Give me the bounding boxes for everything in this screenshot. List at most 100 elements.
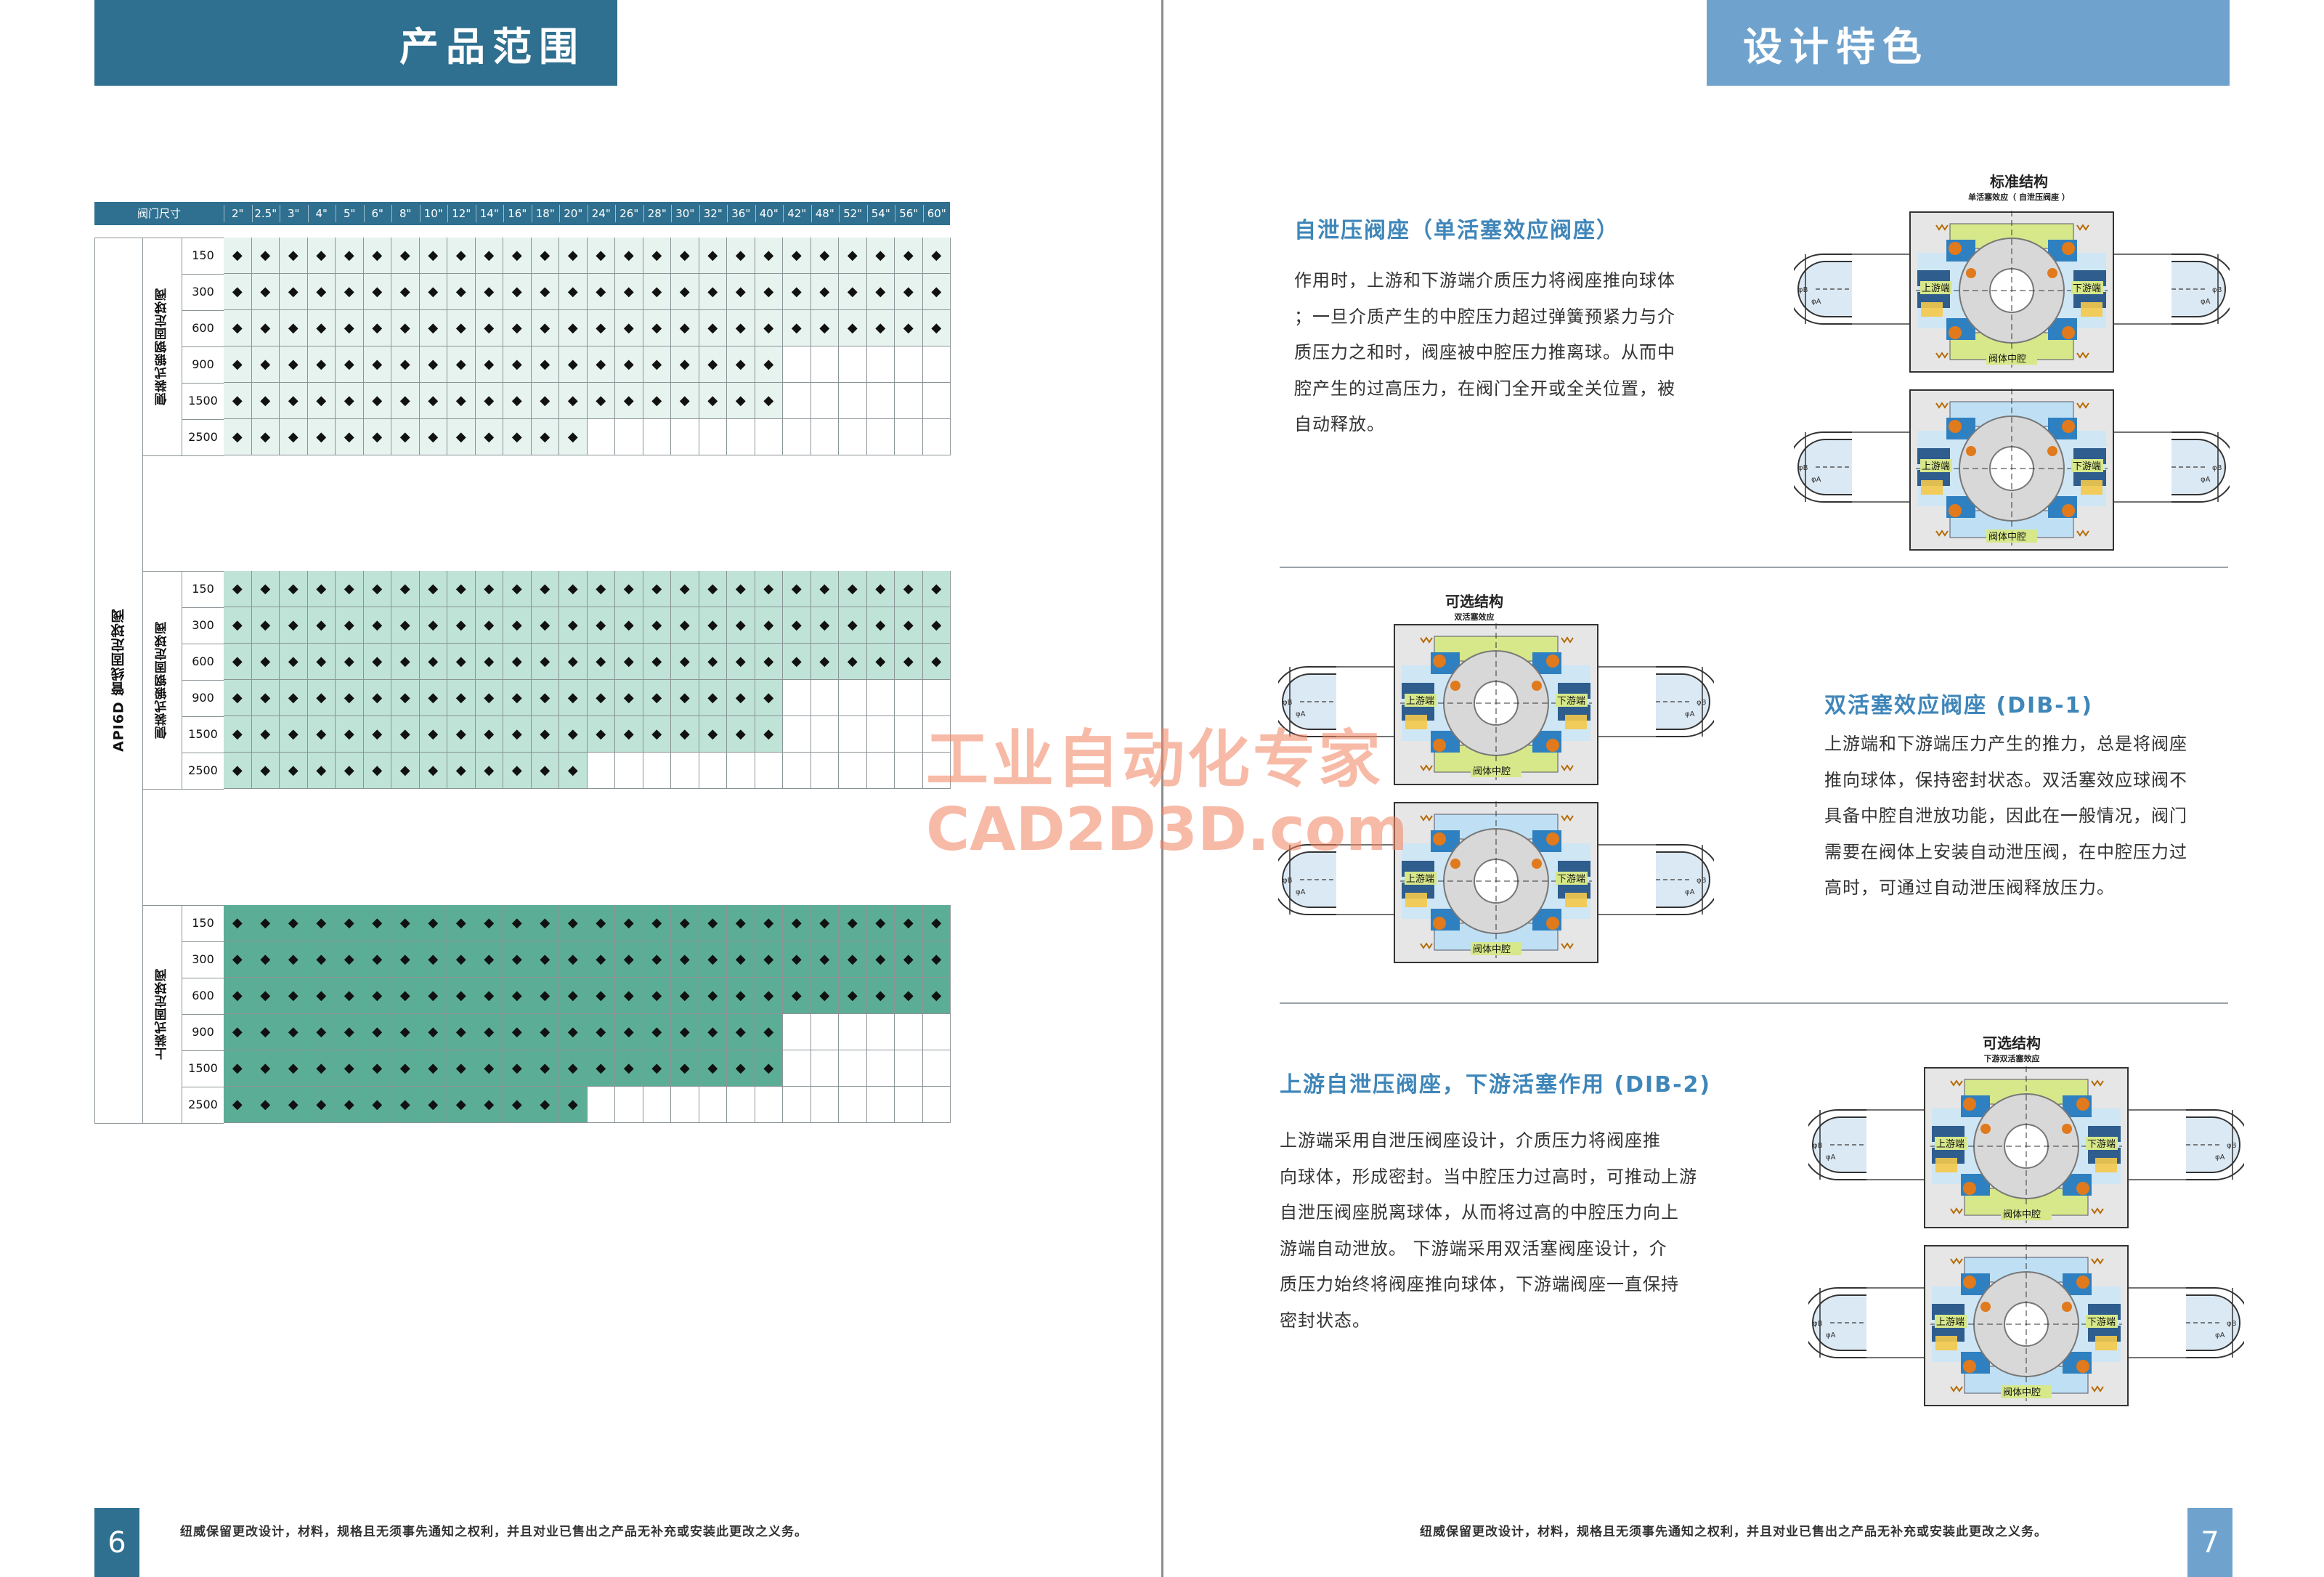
size-header-cell: 42" (787, 207, 807, 220)
section-2-title: 双活塞效应阀座 (DIB-1) (1824, 693, 2094, 718)
availability-mark-cell: ◆ (531, 905, 559, 941)
availability-mark-cell: ◆ (531, 310, 559, 346)
availability-mark-cell: ◆ (391, 571, 420, 607)
availability-mark-cell: ◆ (531, 1014, 559, 1050)
availability-mark-cell: ◆ (336, 310, 364, 346)
header-separator (615, 205, 616, 222)
phi-label: φB (2212, 286, 2222, 294)
header-separator (783, 205, 784, 222)
availability-mark-cell: ◆ (587, 310, 615, 346)
availability-mark-cell: ◆ (251, 644, 280, 680)
availability-mark-cell: ◆ (307, 905, 336, 941)
availability-mark-cell: ◆ (895, 571, 923, 607)
phi-label: φB (2212, 464, 2222, 472)
section-3-line: 密封状态。 (1280, 1310, 1370, 1331)
availability-mark-cell: ◆ (727, 571, 755, 607)
availability-mark-cell: ◆ (224, 238, 252, 274)
table-rule (182, 346, 224, 347)
availability-mark-cell: ◆ (419, 680, 447, 716)
availability-mark-cell: ◆ (559, 383, 588, 419)
availability-mark-cell: ◆ (810, 238, 839, 274)
availability-mark-cell: ◆ (587, 941, 615, 978)
availability-mark-cell: ◆ (475, 1050, 503, 1087)
availability-mark-cell: ◆ (727, 716, 755, 753)
availability-mark-cell: ◆ (727, 238, 755, 274)
pressure-class-label: 300 (192, 952, 214, 966)
empty-cell (895, 346, 923, 383)
empty-cell (727, 419, 755, 455)
availability-mark-cell: ◆ (839, 274, 867, 310)
availability-mark-cell: ◆ (447, 644, 476, 680)
availability-mark-cell: ◆ (336, 716, 364, 753)
availability-mark-cell: ◆ (251, 1014, 280, 1050)
empty-cell (839, 1050, 867, 1087)
availability-mark-cell: ◆ (615, 607, 643, 644)
availability-mark-cell: ◆ (307, 941, 336, 978)
availability-mark-cell: ◆ (559, 1014, 588, 1050)
availability-mark-cell: ◆ (447, 716, 476, 753)
availability-mark-cell: ◆ (587, 346, 615, 383)
empty-cell (922, 346, 951, 383)
availability-mark-cell: ◆ (922, 644, 951, 680)
section-3-line: 上游端采用自泄压阀座设计，介质压力将阀座推 (1280, 1130, 1661, 1151)
section-divider (1280, 1002, 2228, 1004)
availability-mark-cell: ◆ (587, 274, 615, 310)
availability-mark-cell: ◆ (419, 978, 447, 1014)
availability-mark-cell: ◆ (839, 310, 867, 346)
availability-mark-cell: ◆ (251, 607, 280, 644)
empty-cell (895, 1087, 923, 1123)
availability-mark-cell: ◆ (475, 310, 503, 346)
body-cavity-label: 阀体中腔 (1473, 944, 1511, 955)
empty-cell (839, 753, 867, 789)
availability-mark-cell: ◆ (587, 238, 615, 274)
section-2-line: 高时，可通过自动泄压阀释放压力。 (1824, 877, 2115, 898)
section-3-diagram-caption: 可选结构 下游双活塞效应 (1903, 1031, 2121, 1064)
availability-mark-cell: ◆ (671, 1050, 699, 1087)
availability-mark-cell: ◆ (755, 941, 783, 978)
empty-cell (783, 753, 811, 789)
availability-mark-cell: ◆ (727, 941, 755, 978)
group-label: 侧装式锻钢固定球阀 (155, 621, 170, 739)
pressure-class-label: 2500 (188, 763, 218, 777)
availability-mark-cell: ◆ (559, 716, 588, 753)
availability-mark-cell: ◆ (727, 1050, 755, 1087)
availability-mark-cell: ◆ (447, 238, 476, 274)
header-separator (559, 205, 560, 222)
availability-mark-cell: ◆ (224, 383, 252, 419)
availability-mark-cell: ◆ (224, 753, 252, 789)
availability-mark-cell: ◆ (699, 716, 727, 753)
availability-mark-cell: ◆ (419, 419, 447, 455)
size-header-cell: 32" (703, 207, 723, 220)
empty-cell (587, 419, 615, 455)
empty-cell (895, 1050, 923, 1087)
availability-mark-cell: ◆ (280, 238, 308, 274)
section-2-diagram-caption: 可选结构 双活塞效应 (1365, 590, 1583, 623)
empty-cell (922, 680, 951, 716)
table-rule (182, 1123, 224, 1124)
size-header-cell: 26" (619, 207, 639, 220)
availability-mark-cell: ◆ (363, 274, 391, 310)
availability-mark-cell: ◆ (671, 716, 699, 753)
table-rule (182, 941, 224, 942)
right-page-header: 设计特色 (1707, 0, 2230, 86)
pressure-class-label: 900 (192, 357, 214, 371)
pressure-class-label: 2500 (188, 1098, 218, 1111)
availability-mark-cell: ◆ (251, 753, 280, 789)
availability-mark-cell: ◆ (475, 905, 503, 941)
availability-mark-cell: ◆ (866, 571, 895, 607)
availability-mark-cell: ◆ (503, 310, 532, 346)
size-header-cell: 20" (564, 207, 583, 220)
empty-cell (839, 716, 867, 753)
availability-mark-cell: ◆ (280, 310, 308, 346)
availability-mark-cell: ◆ (727, 1014, 755, 1050)
availability-mark-cell: ◆ (559, 680, 588, 716)
availability-mark-cell: ◆ (280, 383, 308, 419)
availability-mark-cell: ◆ (224, 978, 252, 1014)
availability-mark-cell: ◆ (391, 274, 420, 310)
availability-mark-cell: ◆ (280, 607, 308, 644)
empty-cell (922, 1087, 951, 1123)
table-rule (94, 1123, 142, 1124)
empty-cell (922, 383, 951, 419)
empty-cell (783, 1014, 811, 1050)
availability-mark-cell: ◆ (699, 978, 727, 1014)
